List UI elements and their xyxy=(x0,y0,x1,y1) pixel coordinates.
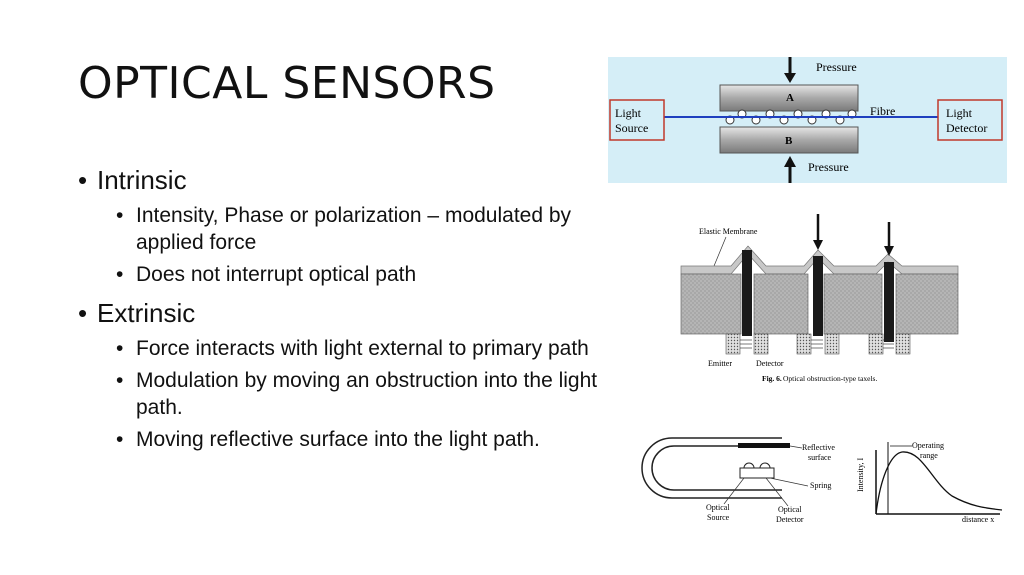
pressure-top-label: Pressure xyxy=(816,60,857,74)
bullet-extrinsic-item-2: Modulation by moving an obstruction into… xyxy=(116,367,608,421)
reflective-surface-label-1: Reflective xyxy=(802,443,835,452)
light-source-label-1: Light xyxy=(615,106,642,120)
bullet-extrinsic-item-1: Force interacts with light external to p… xyxy=(116,335,608,362)
bullet-extrinsic: Extrinsic xyxy=(78,296,608,330)
figure-caption-text: Optical obstruction-type taxels. xyxy=(783,374,877,383)
light-detector-label-2: Detector xyxy=(946,121,987,135)
bullet-list: Intrinsic Intensity, Phase or polarizati… xyxy=(78,155,608,453)
slide-title: OPTICAL SENSORS xyxy=(78,58,496,109)
bullet-extrinsic-item-3: Moving reflective surface into the light… xyxy=(116,426,608,453)
reflective-sensor-diagram: Reflective surface Spring Optical Source… xyxy=(641,437,1003,524)
bullet-intrinsic-item-1: Intensity, Phase or polarization – modul… xyxy=(116,202,608,256)
operating-range-label-1: Operating xyxy=(912,441,944,450)
reflective-surface-label-2: surface xyxy=(808,453,832,462)
optical-source-label-1: Optical xyxy=(706,503,730,512)
x-axis-label: distance x xyxy=(962,515,994,524)
light-detector-label-1: Light xyxy=(946,106,973,120)
optical-detector-label-2: Detector xyxy=(776,515,804,524)
plate-b-label: B xyxy=(785,135,793,147)
figure-caption-number: Fig. 6. xyxy=(762,374,782,383)
fibre-pressure-diagram: Pressure A Fibre B Pressure Light Source… xyxy=(608,57,1007,183)
taxel-diagram: Elastic Membrane Emitter Detector Fig. 6… xyxy=(680,214,959,383)
emitter-label: Emitter xyxy=(708,359,732,368)
detector-label: Detector xyxy=(756,359,784,368)
optical-source-label-2: Source xyxy=(707,513,730,522)
light-source-label-2: Source xyxy=(615,121,648,135)
operating-range-label-2: range xyxy=(920,451,938,460)
bullet-intrinsic: Intrinsic xyxy=(78,163,608,197)
y-axis-label: Intensity, I xyxy=(856,458,865,492)
elastic-membrane-label: Elastic Membrane xyxy=(699,227,758,236)
plate-a-label: A xyxy=(786,92,794,104)
optical-detector-label-1: Optical xyxy=(778,505,802,514)
pressure-bottom-label: Pressure xyxy=(808,160,849,174)
bullet-intrinsic-item-2: Does not interrupt optical path xyxy=(116,261,608,288)
spring-label: Spring xyxy=(810,481,831,490)
fibre-label: Fibre xyxy=(870,104,895,118)
